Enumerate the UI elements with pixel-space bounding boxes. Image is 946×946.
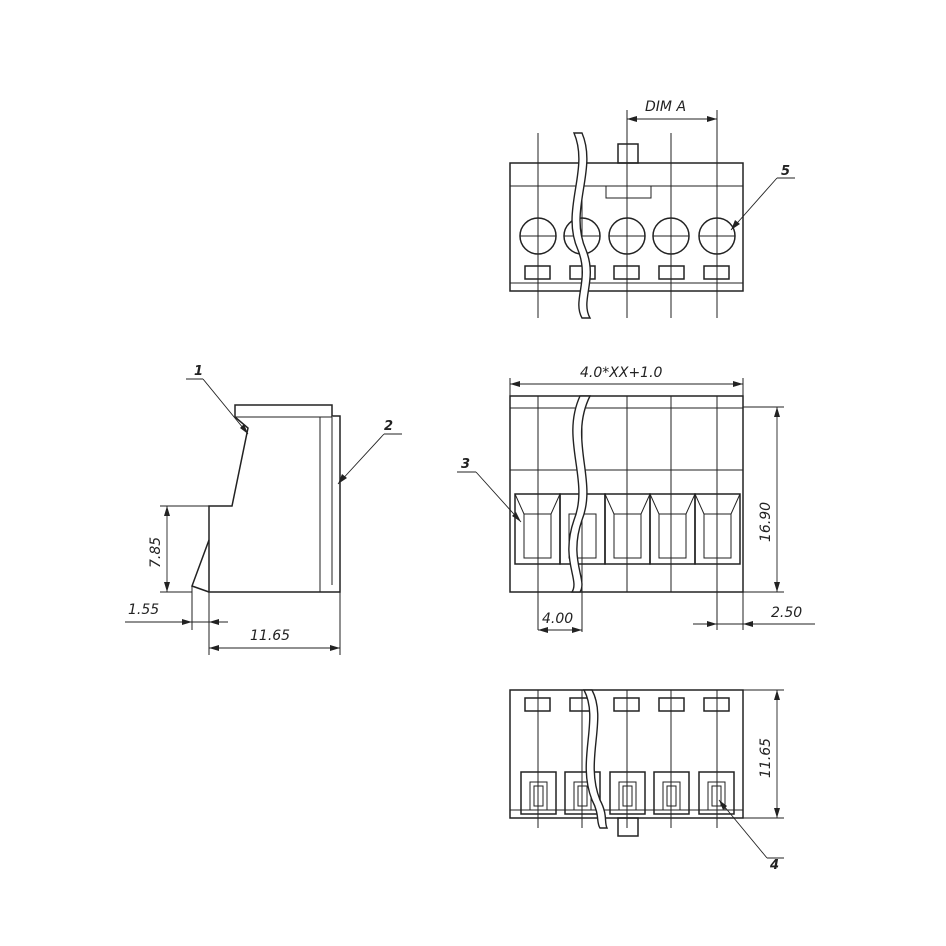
top-windows bbox=[524, 265, 730, 280]
contact-slots bbox=[520, 771, 735, 815]
callout-1: 1 bbox=[194, 364, 203, 379]
break-line-front bbox=[568, 395, 592, 593]
break-line bbox=[571, 132, 592, 319]
pitch-label: 4.00 bbox=[542, 611, 573, 627]
callout-2: 2 bbox=[384, 419, 393, 434]
height-16-90-label: 16.90 bbox=[758, 502, 774, 542]
bottom-view: 11.65 4 bbox=[509, 689, 784, 873]
front-view: 4.0*XX+1.0 16.90 4.00 2.50 3 bbox=[457, 365, 815, 633]
bottom-windows bbox=[524, 697, 730, 712]
callout-4: 4 bbox=[769, 858, 779, 873]
edge-offset-label: 2.50 bbox=[771, 605, 802, 621]
top-latch-tab bbox=[617, 143, 639, 164]
overall-length-label: 4.0*XX+1.0 bbox=[580, 365, 663, 381]
callout-5: 5 bbox=[781, 164, 790, 179]
side-latch bbox=[191, 539, 210, 593]
side-height-label: 7.85 bbox=[148, 537, 164, 568]
top-view: DIM A 5 bbox=[509, 99, 795, 319]
dim-a-label: DIM A bbox=[645, 99, 686, 115]
break-line-bottom bbox=[582, 689, 609, 829]
side-view: 7.85 1.55 11.65 1 2 bbox=[125, 364, 402, 655]
height-11-65-label: 11.65 bbox=[758, 738, 774, 778]
side-depth-label: 11.65 bbox=[250, 628, 290, 644]
bottom-latch-tab bbox=[617, 817, 639, 837]
callout-3: 3 bbox=[461, 457, 470, 472]
side-offset-label: 1.55 bbox=[128, 602, 159, 618]
